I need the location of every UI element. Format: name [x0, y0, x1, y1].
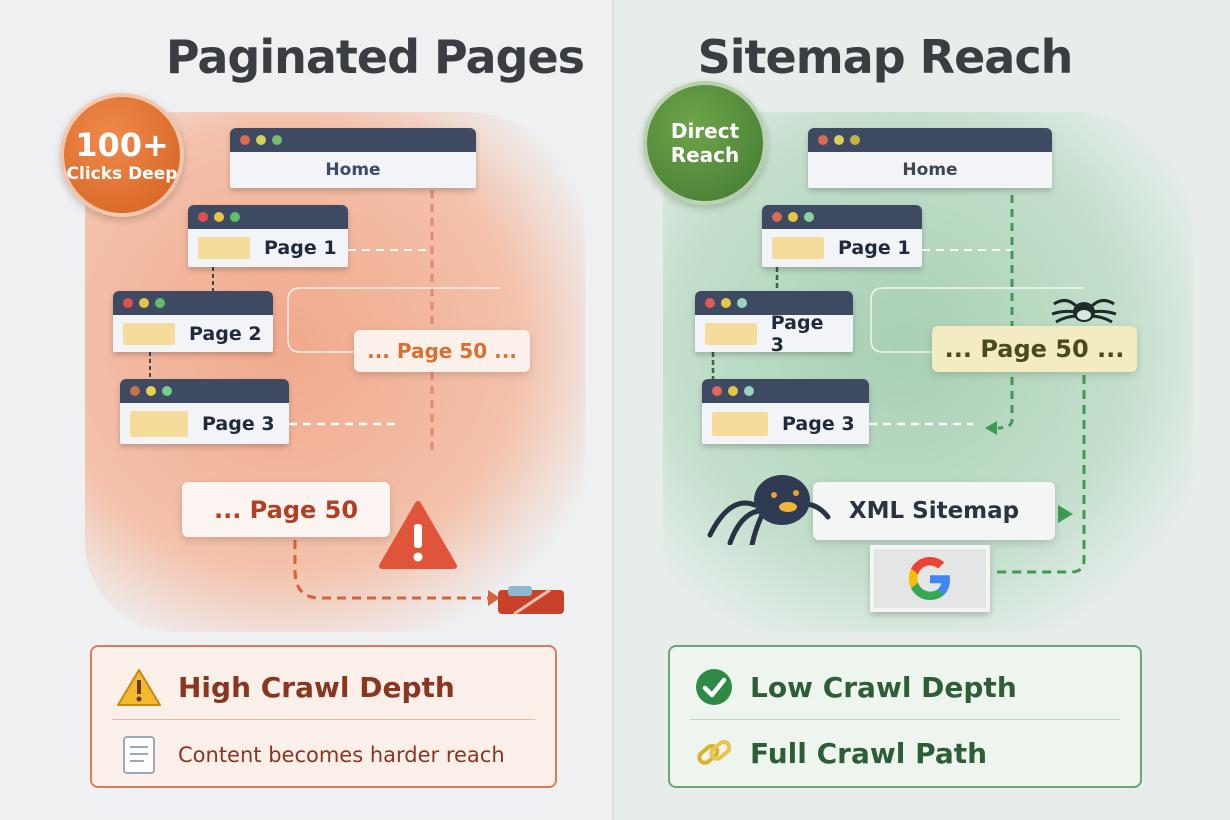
google-card [870, 545, 990, 612]
right-connectors [711, 195, 1086, 574]
direct-reach-badge: Direct Reach [643, 81, 767, 205]
google-icon [908, 556, 950, 600]
window-page-3[interactable]: Page 3 [695, 291, 853, 352]
crawler-spider-icon [707, 475, 831, 545]
xml-sitemap-box[interactable]: XML Sitemap [813, 482, 1055, 540]
window-page-3[interactable]: Page 3 [120, 379, 289, 444]
window-page-1[interactable]: Page 1 [188, 205, 348, 267]
left-title: Paginated Pages [165, 30, 585, 84]
broken-link-icon [498, 586, 564, 616]
window-page-1[interactable]: Page 1 [762, 205, 922, 267]
window-home[interactable]: Home [808, 128, 1052, 188]
window-page-3-lower[interactable]: Page 3 [702, 379, 869, 444]
page-50-box[interactable]: ... Page 50 ... [354, 330, 530, 372]
low-crawl-depth-heading: Low Crawl Depth [750, 670, 1017, 704]
high-crawl-depth-panel: High Crawl Depth Content becomes harder … [90, 645, 557, 788]
badge-label: Clicks Deep [66, 164, 178, 184]
high-crawl-depth-text: Content becomes harder reach [178, 743, 505, 767]
window-page-2[interactable]: Page 2 [113, 291, 273, 352]
page-50-deep-box[interactable]: ... Page 50 [182, 482, 390, 537]
low-crawl-depth-panel: Low Crawl Depth Full Crawl Path [668, 645, 1142, 788]
link-icon [697, 739, 732, 765]
warning-icon [379, 501, 457, 569]
left-connectors [149, 190, 500, 606]
right-title: Sitemap Reach [697, 30, 1074, 84]
warning-icon [117, 669, 161, 706]
page-50-box[interactable]: ... Page 50 ... [932, 326, 1137, 372]
clicks-deep-badge: 100+ Clicks Deep [60, 93, 184, 217]
high-crawl-depth-heading: High Crawl Depth [178, 670, 455, 704]
badge-number: 100+ [75, 126, 169, 164]
spider-icon [1051, 299, 1117, 324]
document-icon [123, 736, 155, 774]
window-home[interactable]: Home [230, 128, 476, 188]
checkmark-icon [696, 669, 732, 705]
full-crawl-path-text: Full Crawl Path [750, 736, 988, 770]
